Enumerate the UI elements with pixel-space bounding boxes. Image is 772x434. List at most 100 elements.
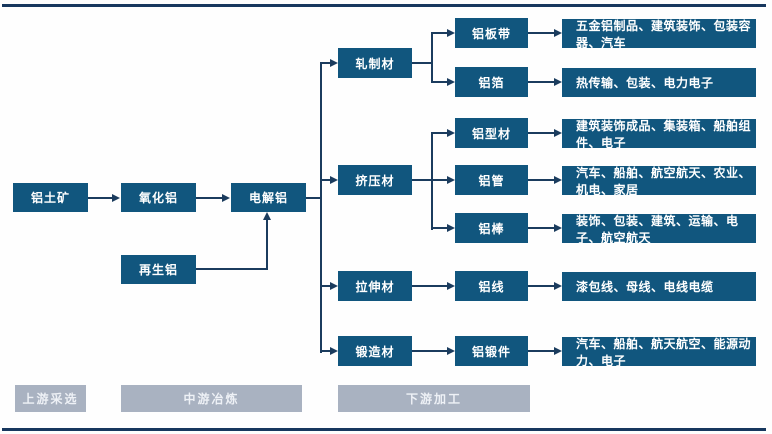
applications-forging-label: 汽车、船舶、航天航空、能源动力、电子: [576, 336, 752, 368]
connector-to-extruded: [320, 179, 331, 181]
connector-to-foil: [431, 81, 447, 83]
connector-recycled-horizontal: [196, 268, 268, 270]
connector-forged-forging: [412, 350, 447, 352]
arrow-right-icon: [554, 129, 562, 137]
arrow-right-icon: [112, 194, 120, 202]
connector-wire-apps: [528, 285, 554, 287]
arrow-right-icon: [554, 347, 562, 355]
arrow-right-icon: [447, 347, 455, 355]
node-alumina: 氧化铝: [121, 183, 196, 212]
stage-midstream-label: 中游冶炼: [183, 392, 240, 406]
connector-drawn-wire: [412, 285, 447, 287]
connector-extruded-stub: [412, 179, 433, 181]
node-applications-profile: 建筑装饰成品、集装箱、船舶组件、电子: [562, 118, 756, 150]
connector-to-forged: [320, 350, 331, 352]
node-extruded-material-label: 挤压材: [355, 173, 395, 188]
node-forged-material-label: 锻造材: [355, 344, 395, 359]
connector-tube-apps: [528, 179, 554, 181]
node-rod: 铝棒: [455, 213, 528, 243]
connector-to-tube: [431, 179, 447, 181]
arrow-right-icon: [447, 78, 455, 86]
top-divider: [2, 4, 766, 7]
node-plate-strip-label: 铝板带: [471, 26, 511, 41]
connector-bauxite-alumina: [88, 197, 113, 199]
node-applications-rod: 装饰、包装、建筑、运输、电子、航空航天: [562, 213, 756, 245]
arrow-right-icon: [447, 29, 455, 37]
connector-rod-apps: [528, 227, 554, 229]
node-foil-label: 铝箔: [478, 75, 505, 90]
arrow-right-icon: [447, 129, 455, 137]
stage-upstream: 上游采选: [15, 385, 86, 412]
applications-plate-strip-label: 五金铝制品、建筑装饰、包装容器、汽车: [576, 18, 752, 50]
node-recycled-aluminum: 再生铝: [121, 255, 196, 284]
arrow-right-icon: [447, 224, 455, 232]
connector-electrolytic-trunk: [320, 62, 322, 353]
connector-to-drawn: [320, 285, 331, 287]
node-recycled-aluminum-label: 再生铝: [138, 263, 178, 277]
applications-tube-label: 汽车、船舶、航空航天、农业、机电、家居: [576, 165, 752, 197]
node-applications-wire: 漆包线、母线、电线电缆: [562, 272, 756, 301]
applications-profile-label: 建筑装饰成品、集装箱、船舶组件、电子: [576, 118, 752, 150]
stage-midstream: 中游冶炼: [121, 385, 302, 412]
applications-foil-label: 热传输、包装、电力电子: [576, 76, 714, 90]
node-applications-foil: 热传输、包装、电力电子: [562, 68, 756, 97]
connector-foil-apps: [528, 81, 554, 83]
node-forging-label: 铝锻件: [471, 344, 511, 359]
connector-forging-apps: [528, 350, 554, 352]
connector-alumina-electrolytic: [196, 197, 223, 199]
node-plate-strip: 铝板带: [455, 18, 528, 48]
arrow-right-icon: [330, 59, 338, 67]
node-wire: 铝线: [455, 271, 528, 301]
applications-rod-label: 装饰、包装、建筑、运输、电子、航空航天: [576, 213, 739, 245]
arrow-right-icon: [554, 78, 562, 86]
bottom-divider: [2, 428, 766, 431]
connector-plate-strip-apps: [528, 32, 554, 34]
connector-to-rolled: [320, 62, 331, 64]
node-rolled-material-label: 轧制材: [355, 56, 395, 71]
arrow-right-icon: [554, 282, 562, 290]
stage-downstream-label: 下游加工: [405, 392, 462, 406]
arrow-right-icon: [554, 176, 562, 184]
node-electrolytic-aluminum-label: 电解铝: [248, 191, 288, 205]
stage-upstream-label: 上游采选: [22, 392, 79, 406]
node-drawn-material: 拉伸材: [338, 271, 412, 301]
connector-profile-apps: [528, 132, 554, 134]
node-bauxite-label: 铝土矿: [30, 191, 70, 205]
arrow-right-icon: [554, 29, 562, 37]
node-rolled-material: 轧制材: [338, 48, 412, 78]
arrow-right-icon: [330, 347, 338, 355]
node-applications-plate-strip: 五金铝制品、建筑装饰、包装容器、汽车: [562, 18, 756, 50]
connector-to-rod: [431, 227, 447, 229]
node-applications-forging: 汽车、船舶、航天航空、能源动力、电子: [562, 336, 756, 368]
node-tube: 铝管: [455, 165, 528, 195]
node-foil: 铝箔: [455, 67, 528, 97]
node-profile: 铝型材: [455, 118, 528, 148]
arrow-right-icon: [222, 194, 230, 202]
arrow-right-icon: [330, 176, 338, 184]
applications-wire-label: 漆包线、母线、电线电缆: [576, 280, 714, 294]
node-forged-material: 锻造材: [338, 336, 412, 366]
node-forging: 铝锻件: [455, 336, 528, 366]
node-electrolytic-aluminum: 电解铝: [231, 183, 306, 212]
arrow-right-icon: [330, 282, 338, 290]
arrow-right-icon: [554, 224, 562, 232]
connector-recycled-vertical: [266, 220, 268, 270]
arrow-right-icon: [447, 176, 455, 184]
node-wire-label: 铝线: [478, 279, 505, 294]
stage-downstream: 下游加工: [338, 385, 530, 412]
arrow-up-icon: [263, 212, 271, 220]
connector-to-plate-strip: [431, 32, 447, 34]
node-drawn-material-label: 拉伸材: [355, 279, 395, 294]
arrow-right-icon: [447, 282, 455, 290]
node-extruded-material: 挤压材: [338, 165, 412, 195]
connector-to-profile: [431, 132, 447, 134]
connector-electrolytic-stub: [306, 197, 322, 199]
connector-rolled-trunk: [431, 32, 433, 83]
node-bauxite: 铝土矿: [13, 183, 88, 212]
node-rod-label: 铝棒: [478, 221, 505, 236]
node-applications-tube: 汽车、船舶、航空航天、农业、机电、家居: [562, 165, 756, 197]
connector-extruded-trunk: [431, 132, 433, 230]
node-tube-label: 铝管: [478, 173, 505, 188]
node-profile-label: 铝型材: [471, 126, 511, 141]
